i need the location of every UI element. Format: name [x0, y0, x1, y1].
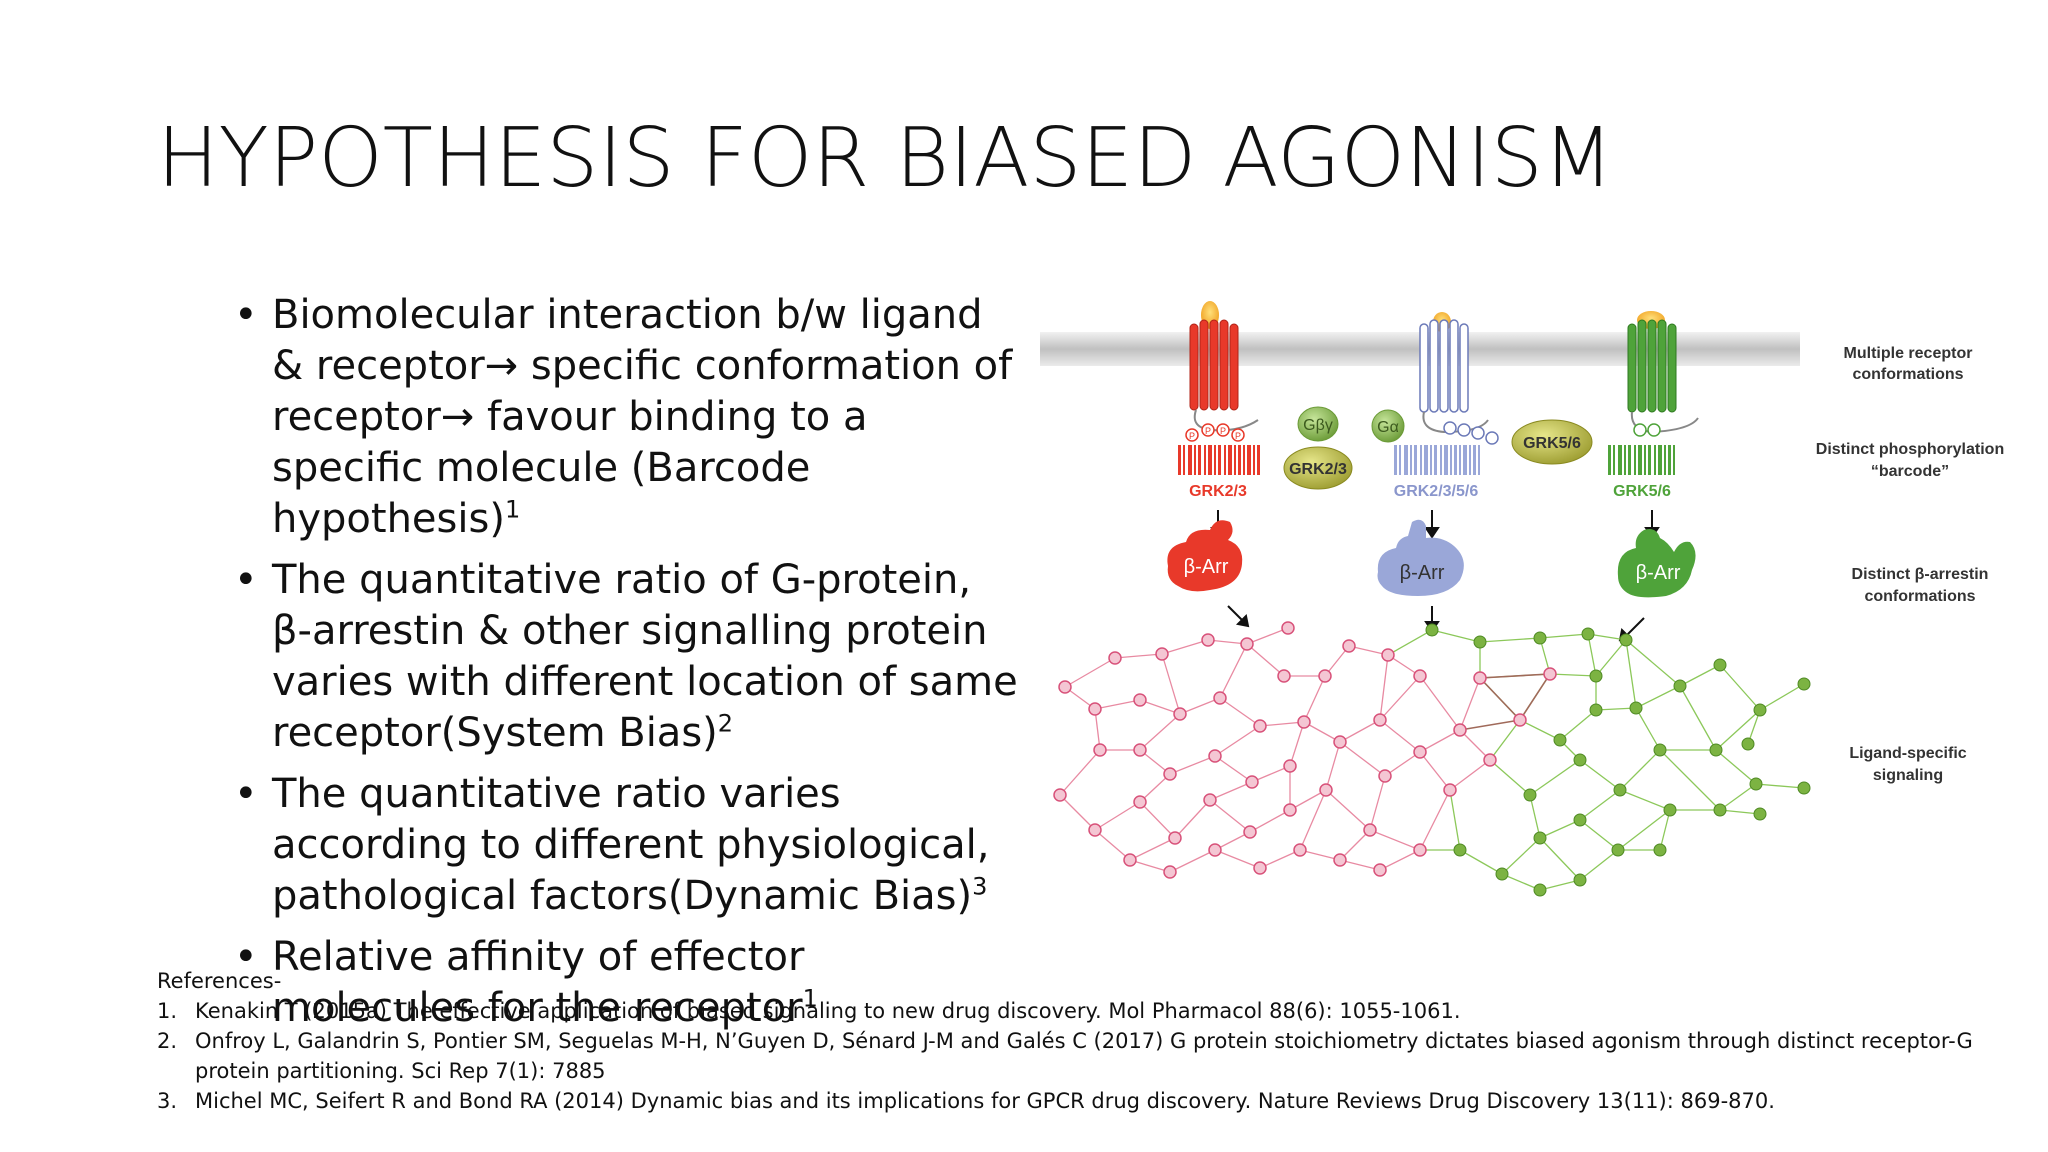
- bullet-list: •Biomolecular interaction b/w ligand & r…: [228, 290, 1018, 1044]
- arrows-down: [1210, 510, 1660, 539]
- barcode-red: [1178, 445, 1260, 475]
- signaling-network-edges: [1059, 627, 1805, 891]
- label-distinct-arrestin: Distinct β-arrestin: [1852, 566, 1989, 583]
- reference-text: Kenakin T (2015a) The effective applicat…: [195, 999, 1461, 1023]
- bullet-item: •Relative affinity of effector molecules…: [234, 934, 818, 1031]
- bullet-text: Biomolecular interaction b/w ligand & re…: [272, 292, 1013, 542]
- svg-text:P: P: [1220, 426, 1226, 436]
- grk23-blob: GRK2/3: [1283, 446, 1353, 490]
- signaling-network-nodes-green: [1425, 623, 1811, 897]
- svg-text:GRK2/3: GRK2/3: [1289, 461, 1347, 478]
- grk-label-right: GRK5/6: [1613, 483, 1671, 500]
- grk-label-middle: GRK2/3/5/6: [1394, 483, 1479, 500]
- arrestin-blue: β-Arr: [1377, 519, 1464, 596]
- gby-blob: Gβγ: [1297, 406, 1339, 442]
- label-barcode: “barcode”: [1871, 463, 1949, 480]
- bullet-text: Relative affinity of effector molecules …: [272, 934, 805, 1031]
- side-labels: Multiple receptor conformations Distinct…: [1816, 345, 2004, 784]
- label-conformations: conformations: [1852, 366, 1963, 383]
- barcode-green: [1608, 445, 1675, 475]
- label-ligand-specific: Ligand-specific: [1849, 745, 1966, 762]
- bullet-text: The quantitative ratio varies according …: [272, 771, 990, 919]
- receptor-blue: [1419, 312, 1489, 434]
- signaling-network-nodes-pink: [1053, 621, 1557, 879]
- references-heading: References-: [157, 969, 282, 993]
- arrestin-red: β-Arr: [1167, 520, 1243, 592]
- reference-text: Michel MC, Seifert R and Bond RA (2014) …: [195, 1089, 1775, 1113]
- svg-text:Gβγ: Gβγ: [1303, 417, 1333, 434]
- reference-item: 1.Kenakin T (2015a) The effective applic…: [157, 999, 1461, 1023]
- references-list: 1.Kenakin T (2015a) The effective applic…: [157, 996, 2037, 1116]
- phospho-marks-red: P P P P: [1185, 423, 1245, 442]
- receptor-green: [1627, 311, 1699, 434]
- bullet-text: The quantitative ratio of G-protein, β-a…: [272, 557, 1018, 756]
- label-distinct-phospho: Distinct phosphorylation: [1816, 441, 2004, 458]
- reference-text: Onfroy L, Galandrin S, Pontier SM, Segue…: [195, 1029, 1973, 1083]
- svg-text:Gα: Gα: [1377, 419, 1399, 436]
- phospho-marks-blue: [1443, 421, 1499, 445]
- label-signaling: signaling: [1873, 767, 1943, 784]
- bullet-item: •The quantitative ratio of G-protein, β-…: [234, 557, 1018, 756]
- svg-text:P: P: [1189, 431, 1195, 441]
- svg-text:P: P: [1235, 431, 1241, 441]
- grk-label-left: GRK2/3: [1189, 483, 1247, 500]
- svg-text:β-Arr: β-Arr: [1636, 562, 1681, 584]
- ga-blob: Gα: [1371, 409, 1405, 443]
- citation-sup: 1: [802, 984, 818, 1013]
- barcode-blue: [1394, 445, 1480, 475]
- bullet-item: •The quantitative ratio varies according…: [234, 771, 990, 919]
- svg-text:GRK5/6: GRK5/6: [1523, 435, 1581, 452]
- receptor-red: [1189, 301, 1259, 432]
- grk56-blob: GRK5/6: [1511, 419, 1593, 465]
- arrestin-green: β-Arr: [1617, 529, 1696, 598]
- citation-sup: 2: [717, 709, 734, 738]
- reference-item: 3.Michel MC, Seifert R and Bond RA (2014…: [157, 1089, 1775, 1113]
- page-title: HYPOTHESIS FOR BIASED AGONISM: [157, 111, 1614, 206]
- svg-text:β-Arr: β-Arr: [1184, 556, 1229, 578]
- references: References- 1.Kenakin T (2015a) The effe…: [157, 966, 2037, 1116]
- biased-agonism-figure: P P P P: [1040, 290, 2040, 905]
- reference-item: 2.Onfroy L, Galandrin S, Pontier SM, Seg…: [157, 1029, 1973, 1083]
- label-arrestin-conformations: conformations: [1864, 588, 1975, 605]
- figure-svg: P P P P: [1040, 301, 2004, 897]
- citation-sup: 1: [504, 495, 521, 524]
- label-multiple-receptor: Multiple receptor: [1844, 345, 1973, 362]
- phospho-marks-green: [1633, 423, 1661, 437]
- bullet-item: •Biomolecular interaction b/w ligand & r…: [234, 292, 1013, 542]
- svg-text:P: P: [1205, 426, 1211, 436]
- svg-text:β-Arr: β-Arr: [1400, 562, 1445, 584]
- citation-sup: 3: [972, 872, 988, 901]
